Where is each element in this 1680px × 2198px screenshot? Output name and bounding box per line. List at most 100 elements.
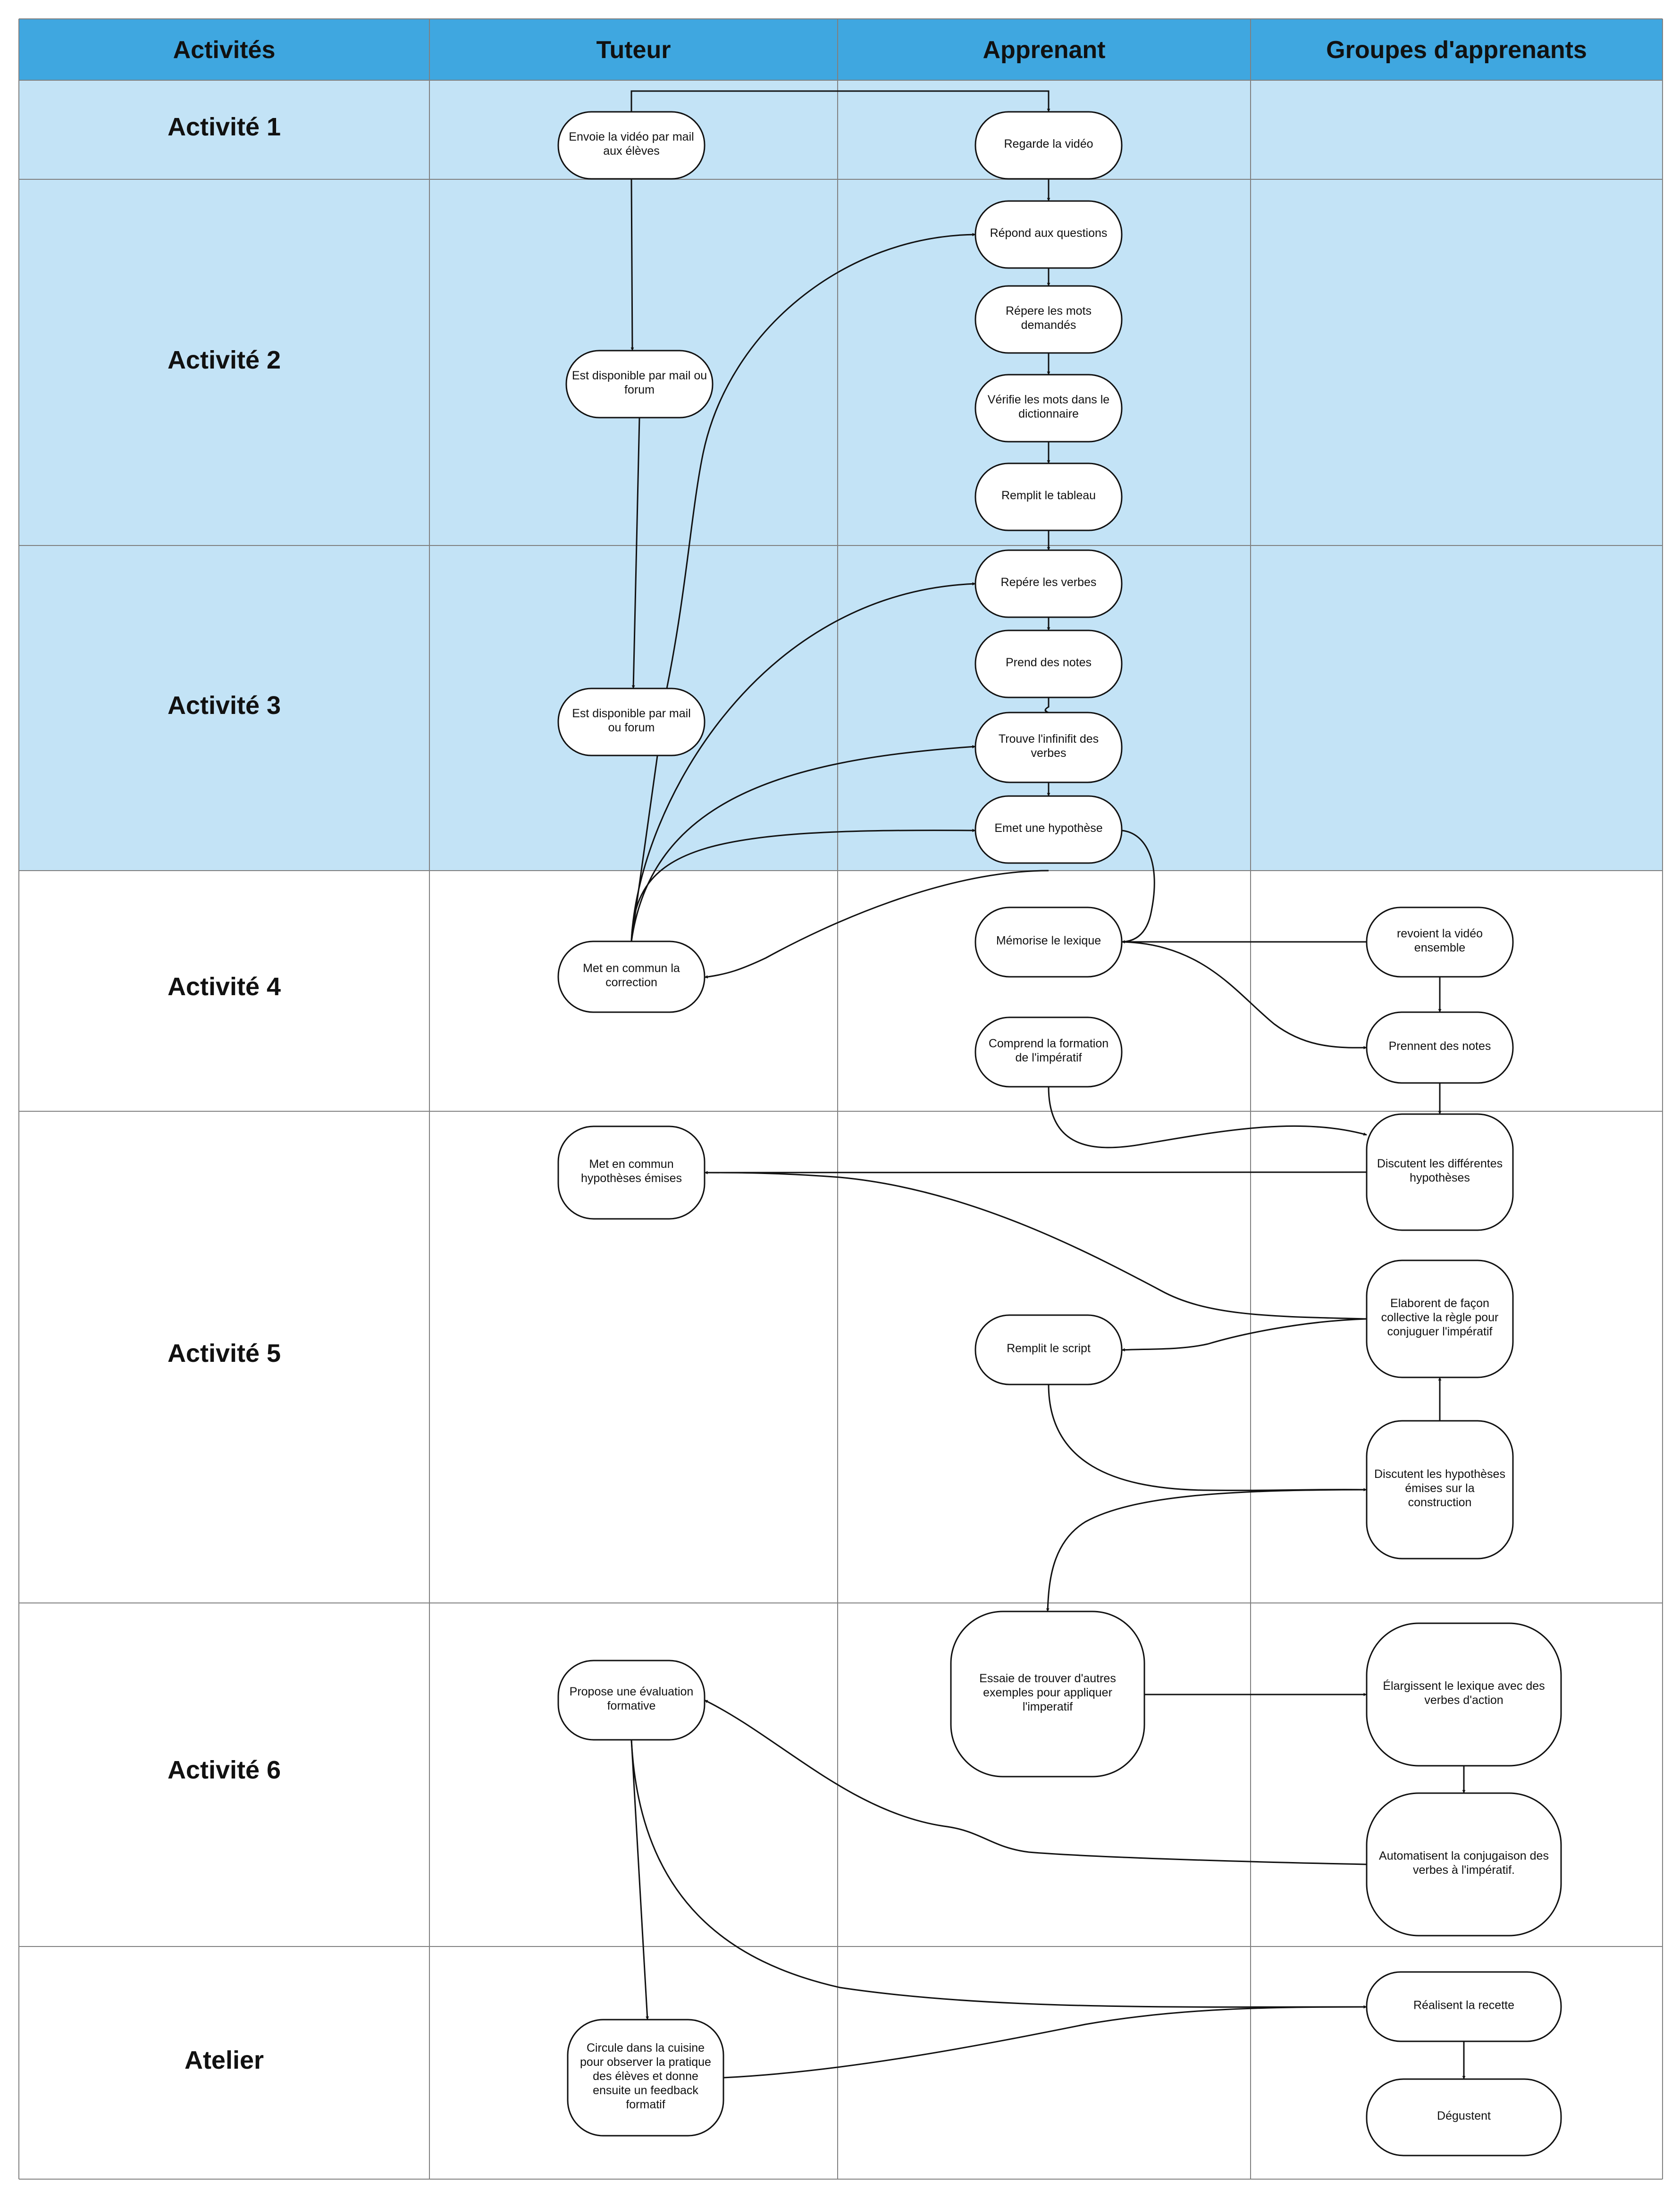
process-node: Réalisent la recette bbox=[1366, 1971, 1562, 2042]
node-shape bbox=[974, 200, 1123, 269]
node-label: Réalisent la recette bbox=[1413, 1999, 1514, 2012]
node-shape bbox=[974, 111, 1123, 180]
node-shape bbox=[974, 795, 1123, 864]
node-label: Élargissent le lexique avec des bbox=[1383, 1679, 1545, 1693]
node-label: construction bbox=[1408, 1496, 1472, 1509]
node-shape bbox=[1366, 1420, 1514, 1560]
process-node: Prennent des notes bbox=[1366, 1011, 1514, 1084]
node-label: Envoie la vidéo par mail bbox=[569, 130, 694, 143]
node-label: verbes à l'impératif. bbox=[1413, 1863, 1515, 1877]
node-shape bbox=[557, 1660, 706, 1741]
connector-arrow bbox=[630, 829, 976, 942]
node-label: émises sur la bbox=[1405, 1482, 1474, 1495]
row-band bbox=[19, 545, 1663, 871]
connector-arrow bbox=[1048, 1086, 1367, 1149]
connector-arrow bbox=[630, 1739, 649, 2020]
connector-arrow bbox=[1121, 941, 1367, 1049]
node-label: verbes bbox=[1031, 747, 1066, 760]
node-label: correction bbox=[605, 976, 657, 989]
node-label: formative bbox=[607, 1699, 656, 1712]
node-label: Répond aux questions bbox=[990, 227, 1108, 240]
node-label: Regarde la vidéo bbox=[1004, 137, 1093, 151]
process-node: Repére les verbes bbox=[974, 549, 1123, 618]
node-label: Repére les verbes bbox=[1001, 576, 1097, 589]
node-label: ensemble bbox=[1414, 941, 1465, 955]
row-band bbox=[19, 179, 1663, 545]
node-label: Dégustent bbox=[1437, 2109, 1491, 2122]
connector-arrow bbox=[630, 582, 976, 942]
node-label: aux élèves bbox=[603, 144, 660, 158]
connector-arrow bbox=[704, 1171, 1367, 1175]
node-shape bbox=[1366, 1011, 1514, 1084]
node-label: Vérifie les mots dans le bbox=[988, 393, 1109, 406]
node-label: forum bbox=[624, 383, 655, 396]
process-node: Mémorise le lexique bbox=[974, 906, 1123, 978]
node-label: dictionnaire bbox=[1018, 407, 1079, 420]
node-label: verbes d'action bbox=[1424, 1694, 1503, 1707]
node-label: Discutent les différentes bbox=[1377, 1157, 1503, 1170]
node-label: Est disponible par mail ou bbox=[572, 369, 707, 382]
node-shape bbox=[567, 2019, 724, 2137]
node-label: Prennent des notes bbox=[1389, 1040, 1491, 1053]
node-label: Emet une hypothèse bbox=[994, 822, 1102, 835]
node-label: des élèves et donne bbox=[593, 2070, 698, 2083]
process-node: Remplit le tableau bbox=[974, 462, 1123, 531]
node-label: revoient la vidéo bbox=[1397, 927, 1483, 940]
node-label: exemples pour appliquer bbox=[983, 1686, 1112, 1699]
node-shape bbox=[1366, 1622, 1562, 1767]
process-node: Répond aux questions bbox=[974, 200, 1123, 269]
node-label: Trouve l'infinifit des bbox=[999, 732, 1099, 746]
row-label: Activité 4 bbox=[168, 973, 281, 1001]
grid-lines bbox=[18, 18, 1663, 2180]
connector-arrow bbox=[630, 178, 634, 351]
node-label: Circule dans la cuisine bbox=[587, 2041, 705, 2055]
process-node: Regarde la vidéo bbox=[974, 111, 1123, 180]
connector-arrow bbox=[1121, 830, 1155, 944]
node-label: formatif bbox=[626, 2098, 665, 2111]
node-shape bbox=[557, 688, 706, 756]
node-label: demandés bbox=[1021, 319, 1076, 332]
node-shape bbox=[1366, 1971, 1562, 2042]
node-label: Comprend la formation bbox=[989, 1037, 1109, 1050]
node-shape bbox=[565, 350, 714, 419]
node-label: Essaie de trouver d'autres bbox=[979, 1672, 1116, 1685]
node-shape bbox=[950, 1611, 1145, 1778]
node-label: Prend des notes bbox=[1006, 656, 1092, 669]
node-label: Propose une évaluation bbox=[570, 1685, 694, 1698]
node-shape bbox=[974, 906, 1123, 978]
connector-arrow bbox=[704, 1171, 1367, 1320]
node-shape bbox=[1366, 1113, 1514, 1231]
process-node: Emet une hypothèse bbox=[974, 795, 1123, 864]
node-label: hypothèses émises bbox=[581, 1172, 682, 1185]
node-label: ensuite un feedback bbox=[593, 2084, 698, 2097]
node-shape bbox=[974, 374, 1123, 443]
header-activites: Activités bbox=[173, 36, 276, 64]
node-shape bbox=[974, 549, 1123, 618]
node-shape bbox=[1366, 1792, 1562, 1937]
connector-arrow bbox=[666, 233, 976, 689]
node-label: conjuguer l'impératif bbox=[1387, 1325, 1493, 1338]
header-band bbox=[19, 19, 1663, 80]
node-label: collective la règle pour bbox=[1381, 1311, 1499, 1324]
node-label: Met en commun bbox=[589, 1158, 673, 1171]
header-apprenant: Apprenant bbox=[983, 36, 1106, 64]
connector-arrows bbox=[630, 90, 1466, 2080]
node-label: de l'impératif bbox=[1016, 1051, 1082, 1065]
connector-arrow bbox=[630, 90, 1050, 112]
node-label: hypothèses bbox=[1410, 1171, 1470, 1184]
node-label: Met en commun la bbox=[583, 962, 680, 975]
node-shape bbox=[974, 462, 1123, 531]
connector-arrow bbox=[723, 2005, 1367, 2079]
node-label: Remplit le tableau bbox=[1001, 489, 1096, 502]
connector-arrow bbox=[704, 1699, 1367, 1865]
